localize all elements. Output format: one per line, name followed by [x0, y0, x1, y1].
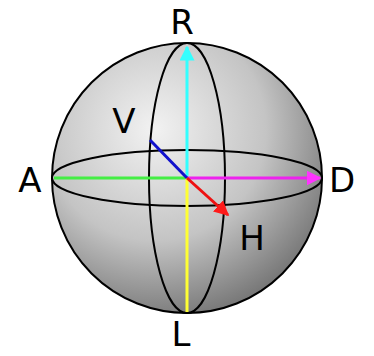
axis-d	[187, 177, 320, 180]
axis-label: A	[18, 163, 41, 197]
axis-v	[150, 140, 187, 178]
axis-label: D	[329, 163, 355, 197]
axis-label: L	[172, 317, 191, 351]
axis-l	[186, 178, 189, 312]
axis-label: H	[239, 221, 265, 255]
axis-r	[186, 47, 189, 178]
axis-label: V	[112, 104, 135, 138]
axis-h	[187, 178, 228, 215]
axis-label: R	[170, 5, 194, 39]
sphere	[52, 43, 322, 313]
axis-a	[54, 177, 187, 180]
